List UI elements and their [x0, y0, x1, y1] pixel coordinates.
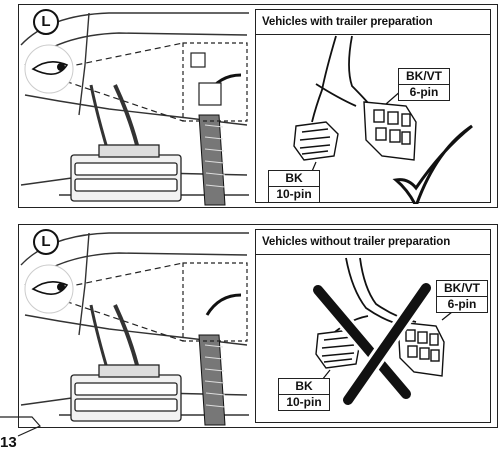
title-divider	[256, 34, 490, 35]
panel-with-trailer-preparation: L Vehicles with trailer preparation	[18, 4, 498, 208]
vehicle-interior-illustration	[20, 232, 249, 426]
connector-10pin-pins: 10-pin	[269, 186, 319, 202]
connector-6pin-color: BK/VT	[406, 69, 442, 83]
connector-6pin-label: BK/VT 6-pin	[436, 280, 488, 313]
cross-icon	[311, 283, 433, 405]
connector-6pin-pins: 6-pin	[399, 84, 449, 100]
eye-viewpoint-icon	[24, 44, 74, 94]
connector-illustration	[311, 257, 453, 405]
eye-viewpoint-icon	[24, 264, 74, 314]
connector-10pin-color: BK	[285, 171, 303, 185]
connector-10pin-label: BK 10-pin	[268, 170, 320, 203]
connector-detail-box: Vehicles without trailer preparation	[255, 229, 491, 423]
connector-6pin-color: BK/VT	[444, 281, 480, 295]
connector-10pin-color: BK	[295, 379, 313, 393]
side-left-badge: L	[33, 9, 59, 35]
connector-10pin-icon	[293, 121, 339, 161]
detail-title: Vehicles with trailer preparation	[262, 16, 433, 28]
connector-detail-box: Vehicles with trailer preparation BK/VT	[255, 9, 491, 204]
vehicle-interior-illustration	[20, 12, 249, 206]
page-number: 13	[0, 434, 17, 451]
connector-10pin-label: BK 10-pin	[278, 378, 330, 411]
checkmark-icon	[392, 124, 473, 204]
panel-without-trailer-preparation: L Vehicles without trailer preparation	[18, 224, 498, 428]
connector-6pin-pins: 6-pin	[437, 296, 487, 312]
connector-10pin-pins: 10-pin	[279, 394, 329, 410]
connector-6pin-icon	[363, 101, 417, 161]
connector-illustration	[293, 35, 473, 204]
side-left-badge: L	[33, 229, 59, 255]
connector-6pin-label: BK/VT 6-pin	[398, 68, 450, 101]
connector-6pin-icon	[397, 321, 445, 377]
detail-title: Vehicles without trailer preparation	[262, 236, 451, 248]
title-divider	[256, 254, 490, 255]
